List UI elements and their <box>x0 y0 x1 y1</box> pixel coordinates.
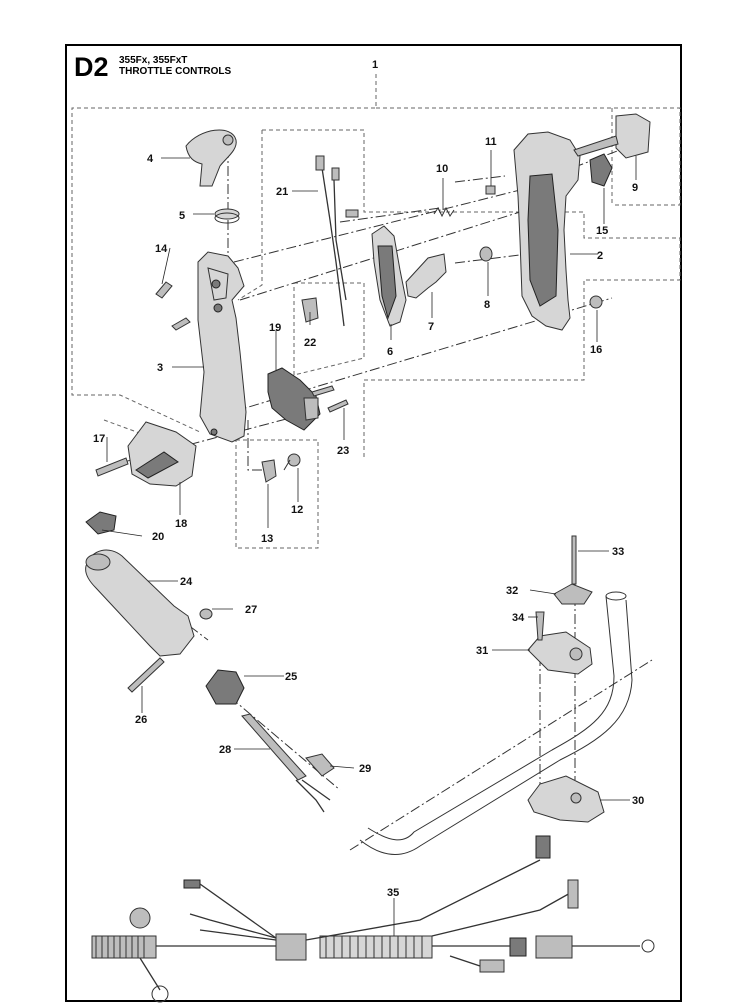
part-33-screw <box>571 535 577 585</box>
diagram-title: THROTTLE CONTROLS <box>119 66 232 77</box>
part-26-screw <box>127 657 165 693</box>
part-13-terminal <box>261 459 277 483</box>
part-23-screws <box>311 385 349 413</box>
part-29-wire-cover <box>295 753 335 813</box>
callout-26: 26 <box>135 714 147 726</box>
part-5-spring <box>214 208 240 224</box>
callout-12: 12 <box>291 504 303 516</box>
part-10-spring <box>433 206 455 218</box>
part-12-screw <box>283 453 301 471</box>
callout-4: 4 <box>147 153 154 165</box>
callout-1: 1 <box>372 59 378 71</box>
callout-23: 23 <box>337 445 349 457</box>
part-16-nut <box>589 295 603 309</box>
part-28-cable-sleeve <box>241 713 307 781</box>
callout-19: 19 <box>269 322 281 334</box>
callout-29: 29 <box>359 763 371 775</box>
callout-27: 27 <box>245 604 257 616</box>
callout-18: 18 <box>175 518 187 530</box>
drawing-frame <box>65 44 682 1002</box>
model-list: 355Fx, 355FxT <box>119 55 188 66</box>
callout-13: 13 <box>261 533 273 545</box>
part-3-handle-half <box>197 251 247 443</box>
callout-16: 16 <box>590 344 602 356</box>
leader-lines <box>101 150 637 936</box>
callout-5: 5 <box>179 210 185 222</box>
callout-9: 9 <box>632 182 638 194</box>
callout-33: 33 <box>612 546 624 558</box>
callout-15: 15 <box>596 225 608 237</box>
part-27-nut <box>199 608 213 620</box>
callout-7: 7 <box>428 321 434 333</box>
callout-14: 14 <box>155 243 168 255</box>
part-17-screw <box>95 457 129 477</box>
callout-3: 3 <box>157 362 163 374</box>
callout-2: 2 <box>597 250 603 262</box>
handlebar-tube <box>359 591 633 856</box>
callout-6: 6 <box>387 346 393 358</box>
section-code: D2 <box>74 52 109 82</box>
part-31-handle-clamp <box>527 631 593 675</box>
part-9-rubber-element <box>573 113 651 159</box>
part-34-screw <box>535 611 545 641</box>
part-8-bushing <box>479 246 493 262</box>
part-4-trigger-lever <box>185 129 237 187</box>
callout-28: 28 <box>219 744 231 756</box>
part-11-nut <box>485 185 496 195</box>
part-24-handle-grip <box>85 549 195 657</box>
callout-25: 25 <box>285 671 297 683</box>
part-6-throttle-trigger <box>371 225 407 327</box>
part-21-wire-harness <box>315 155 359 327</box>
callout-20: 20 <box>152 531 164 543</box>
callout-11: 11 <box>485 136 497 148</box>
part-22-clip <box>301 297 319 323</box>
callout-8: 8 <box>484 299 490 311</box>
callout-21: 21 <box>276 186 288 198</box>
callout-22: 22 <box>304 337 316 349</box>
part-2-handle-half <box>513 131 581 331</box>
part-20-stop-switch <box>85 511 117 535</box>
callout-32: 32 <box>506 585 518 597</box>
callout-numbers: 1 2 3 4 5 6 7 8 9 10 11 12 13 14 15 16 1… <box>93 59 644 899</box>
part-14-screws <box>155 281 191 331</box>
part-32-clamp-plate <box>553 583 593 605</box>
part-35-wiring-harness <box>91 835 655 1003</box>
callout-30: 30 <box>632 795 644 807</box>
part-25-clamp-knob <box>205 669 245 705</box>
part-30-lower-clamp <box>527 775 605 823</box>
callout-35: 35 <box>387 887 399 899</box>
callout-10: 10 <box>436 163 448 175</box>
part-19-switch-bracket <box>267 367 321 431</box>
callout-17: 17 <box>93 433 105 445</box>
part-18-handle-cover <box>127 421 197 487</box>
callout-34: 34 <box>512 612 525 624</box>
part-15-clip <box>589 153 613 187</box>
callout-24: 24 <box>180 576 193 588</box>
callout-31: 31 <box>476 645 488 657</box>
part-7-lock-lever <box>405 253 447 299</box>
